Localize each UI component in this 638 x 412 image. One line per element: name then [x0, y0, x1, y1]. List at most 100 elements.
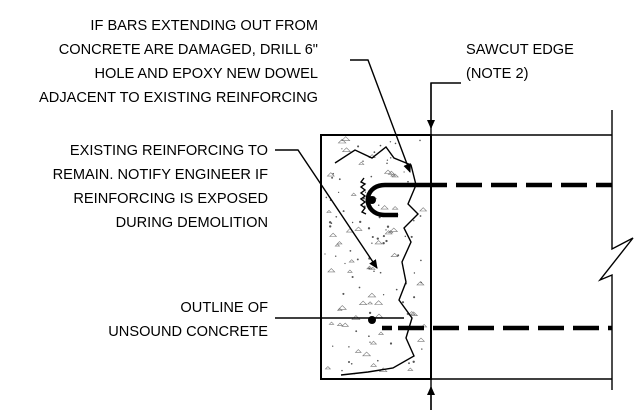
stipple-triangle [419, 207, 428, 212]
stipple-dot [351, 221, 354, 224]
stipple-triangle [377, 331, 385, 335]
stipple-dot [373, 151, 376, 154]
stipple-triangle [334, 243, 341, 247]
stipple-triangle [391, 206, 399, 210]
sawcut-note: SAWCUT EDGE (NOTE 2) [466, 42, 574, 82]
stipple-triangle [420, 323, 428, 328]
sawcut-note-line-1: SAWCUT EDGE [466, 42, 574, 58]
stipple-dot [407, 180, 409, 183]
dowel-note-line-2: CONCRETE ARE DAMAGED, DRILL 6" [59, 42, 318, 58]
stipple-triangle [384, 230, 393, 235]
top-bar-dot [368, 196, 376, 204]
unsound-note: OUTLINE OF UNSOUND CONCRETE [108, 300, 268, 340]
stipple-triangle [391, 173, 399, 178]
stipple-dot [385, 239, 388, 243]
stipple-dot [413, 272, 416, 274]
stipple-dot [367, 227, 371, 230]
reinforcing-leader [275, 149, 378, 269]
stipple-triangle [407, 367, 414, 371]
stipple-dot [368, 267, 371, 270]
stipple-dot [395, 288, 398, 291]
stipple-dot [408, 362, 410, 365]
stipple-dot [342, 292, 345, 295]
stipple-triangle [374, 300, 384, 305]
stipple-dot [420, 259, 422, 262]
dowel-leader [350, 59, 411, 173]
stipple-dot [404, 235, 407, 238]
stipple-triangle [358, 300, 368, 305]
bottom-reinforcing-bar [368, 316, 612, 331]
stipple-dot [338, 178, 341, 181]
stipple-triangle [407, 311, 416, 316]
stipple-dot [355, 330, 358, 333]
hook-fracture [359, 177, 367, 215]
stipple-triangle [324, 366, 332, 370]
stipple-dot [341, 369, 343, 372]
stipple-triangle [367, 301, 374, 305]
stipple-dot [397, 254, 400, 257]
stipple-dot [401, 301, 405, 304]
dowel-note: IF BARS EXTENDING OUT FROM CONCRETE ARE … [39, 18, 318, 106]
stipple-dot [357, 145, 360, 148]
top-reinforcing-bar [359, 177, 612, 218]
bottom-bar-dot [368, 316, 376, 324]
stipple-triangle [374, 240, 383, 245]
stipple-dot [421, 348, 423, 350]
stipple-triangle [348, 259, 355, 263]
stipple-dot [376, 237, 379, 240]
stipple-dot [334, 255, 337, 257]
stipple-dot [413, 219, 415, 222]
stipple-dot [410, 235, 413, 238]
stipple-dot [413, 296, 416, 299]
stipple-triangle [328, 321, 335, 325]
stipple-triangle [374, 313, 384, 318]
stipple-triangle [390, 252, 399, 257]
stipple-dot [371, 235, 374, 239]
stipple-dot [331, 176, 334, 179]
stipple-dot [335, 215, 338, 218]
stipple-dot [382, 235, 385, 238]
stipple-triangle [369, 340, 378, 345]
stipple-triangle [416, 337, 426, 342]
stipple-triangle [329, 232, 338, 237]
stipple-dot [371, 242, 373, 244]
stipple-dot [342, 210, 345, 213]
stipple-dot [386, 162, 388, 165]
dowel-note-line-4: ADJACENT TO EXISTING REINFORCING [39, 90, 318, 106]
stipple-triangle [416, 281, 425, 286]
dowel-note-line-3: HOLE AND EPOXY NEW DOWEL [94, 66, 318, 82]
stipple-triangle [336, 322, 344, 326]
stipple-dot [370, 175, 373, 178]
stipple-dot [329, 225, 332, 228]
stipple-dot [420, 281, 423, 284]
bar-hook [365, 182, 421, 218]
stipple-dot [324, 253, 326, 255]
stipple-dot [328, 221, 332, 224]
stipple-triangle [327, 268, 336, 273]
stipple-dot [368, 311, 372, 315]
sawcut-note-line-2: (NOTE 2) [466, 66, 528, 82]
stipple-triangle [390, 173, 397, 177]
break-line [597, 110, 634, 390]
stipple-triangle [362, 351, 372, 357]
stipple-triangle [340, 136, 351, 141]
stipple-triangle [336, 241, 343, 245]
stipple-dot [349, 250, 352, 252]
stipple-dot [341, 148, 343, 150]
stipple-triangle [383, 169, 393, 174]
stipple-triangle [367, 292, 377, 298]
stipple-dot [344, 262, 346, 265]
stipple-dot [394, 142, 397, 145]
stipple-triangle [341, 147, 352, 152]
stipple-dot [386, 159, 389, 161]
stipple-dot [419, 139, 421, 142]
existing-concrete-outline [320, 134, 432, 380]
stipple-dot [359, 220, 362, 224]
stipple-dot [382, 242, 385, 245]
stipple-dot [385, 229, 387, 231]
stipple-triangle [326, 209, 332, 213]
stipple-dot [368, 335, 370, 338]
stipple-triangle [370, 363, 378, 367]
stipple-triangle [326, 172, 335, 177]
